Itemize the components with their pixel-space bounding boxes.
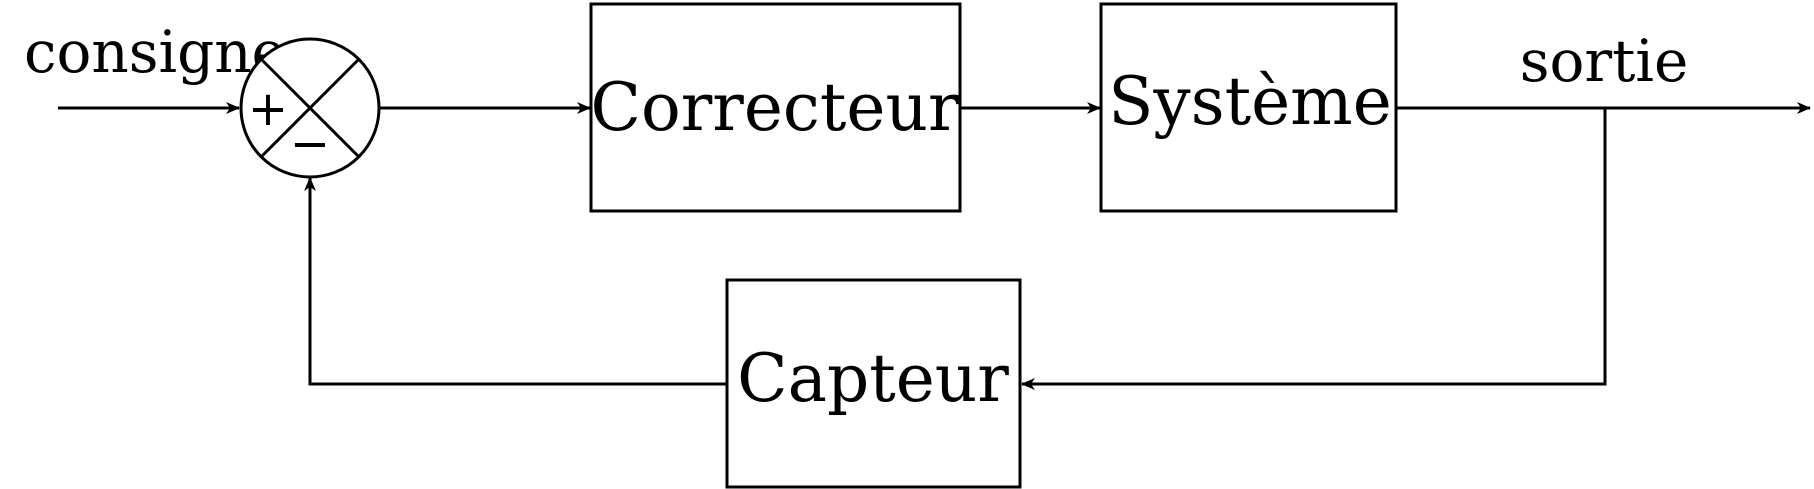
systeme-box [1099,2,1398,213]
feedback-branch-line [1021,108,1607,390]
systeme-block: Système [1099,2,1398,213]
output-signal-label: sortie [1520,27,1689,95]
minus-sign: − [290,116,330,172]
input-signal-label: consigne [24,18,286,86]
capteur-label: Capteur [737,340,1009,417]
plus-sign: + [248,81,288,137]
correcteur-block: Correcteur [589,2,962,213]
summing-junction-cross-2 [259,57,361,159]
correcteur-label: Correcteur [591,69,960,146]
correcteur-box [589,2,962,213]
systeme-label: Système [1108,63,1392,140]
summing-junction: + − [239,37,381,179]
feedback-return-arrow [304,177,727,386]
capteur-block: Capteur [725,278,1022,489]
